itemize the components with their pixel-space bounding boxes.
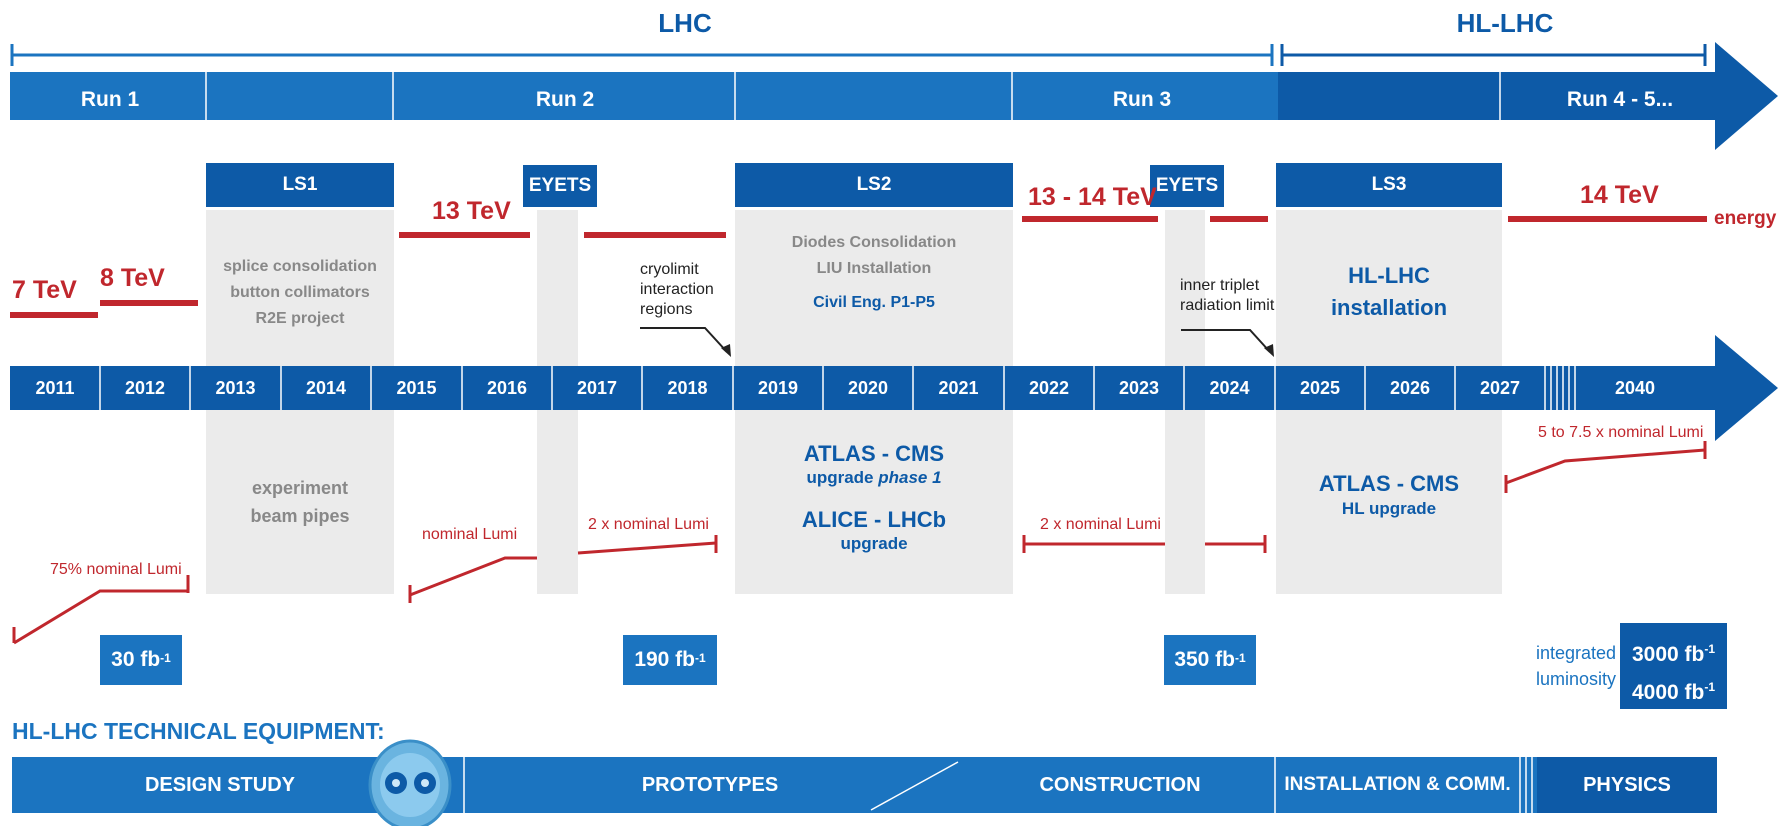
energy-8tev: 8 TeV bbox=[100, 264, 165, 292]
stage-installation: INSTALLATION & COMM. bbox=[1284, 774, 1511, 795]
run-3-label: Run 3 bbox=[1112, 88, 1172, 111]
stage-physics: PHYSICS bbox=[1583, 774, 1671, 796]
lumi-2x-label-1: 2 x nominal Lumi bbox=[588, 516, 709, 533]
lumi-nominal-label: nominal Lumi bbox=[422, 526, 518, 543]
energy-13-14tev: 13 - 14 TeV bbox=[1028, 183, 1157, 211]
year-2027: 2027 bbox=[1479, 378, 1521, 398]
lumi-2x-label-2: 2 x nominal Lumi bbox=[1040, 516, 1161, 533]
eyets-box-1: EYETS bbox=[523, 165, 597, 207]
energy-axis-label: energy bbox=[1714, 208, 1777, 229]
lumi-5x-label: 5 to 7.5 x nominal Lumi bbox=[1538, 424, 1704, 441]
eyets-box-2: EYETS bbox=[1150, 165, 1224, 207]
integrated-hl-box: 3000 fb-1 4000 fb-1 bbox=[1620, 623, 1727, 709]
ls1-experiment-text: experiment beam pipes bbox=[250, 478, 350, 526]
ls2-experiment-text: ATLAS - CMS upgrade phase 1 ALICE - LHCb… bbox=[801, 441, 947, 553]
year-2021: 2021 bbox=[938, 378, 979, 398]
equipment-title: HL-LHC TECHNICAL EQUIPMENT: bbox=[12, 718, 385, 744]
phase-lhc-label: LHC bbox=[658, 8, 712, 38]
energy-14tev: 14 TeV bbox=[1580, 181, 1659, 209]
year-2012: 2012 bbox=[124, 378, 166, 398]
inner-triplet-note: inner triplet radiation limit bbox=[1180, 277, 1275, 314]
year-axis-arrowhead bbox=[1705, 335, 1778, 441]
year-2040: 2040 bbox=[1614, 378, 1656, 398]
run-4-5-label: Run 4 - 5... bbox=[1566, 88, 1674, 111]
magnet-icon bbox=[368, 739, 452, 826]
stage-design-study: DESIGN STUDY bbox=[144, 774, 296, 796]
ls3-box: LS3 bbox=[1276, 163, 1502, 207]
ls3-work-text: HL-LHC installation bbox=[1330, 263, 1448, 320]
ls1-box: LS1 bbox=[206, 163, 394, 207]
year-2014: 2014 bbox=[305, 378, 347, 398]
ls3-experiment-text: ATLAS - CMS HL upgrade bbox=[1318, 471, 1460, 518]
year-2017: 2017 bbox=[576, 378, 618, 398]
phase-hl-lhc-label: HL-LHC bbox=[1456, 8, 1554, 38]
year-2018: 2018 bbox=[667, 378, 708, 398]
year-2015: 2015 bbox=[396, 378, 437, 398]
run-bar-lhc bbox=[10, 72, 1278, 120]
year-2022: 2022 bbox=[1028, 378, 1070, 398]
cryolimit-note: cryolimit interaction regions bbox=[640, 261, 714, 318]
energy-13tev: 13 TeV bbox=[432, 197, 511, 225]
run-1-label: Run 1 bbox=[80, 88, 140, 111]
year-2024: 2024 bbox=[1209, 378, 1250, 398]
lumi-75-label: 75% nominal Lumi bbox=[50, 561, 182, 578]
year-2026: 2026 bbox=[1389, 378, 1431, 398]
stage-construction: CONSTRUCTION bbox=[1039, 774, 1201, 796]
ls2-box: LS2 bbox=[735, 163, 1013, 207]
run-2-label: Run 2 bbox=[535, 88, 595, 111]
run-bar-hl-lhc bbox=[1278, 42, 1778, 150]
integrated-30: 30 fb-1 bbox=[100, 635, 182, 685]
year-2013: 2013 bbox=[215, 378, 256, 398]
energy-7tev: 7 TeV bbox=[12, 276, 77, 304]
integrated-luminosity-label: integrated luminosity bbox=[1536, 643, 1617, 689]
year-2019: 2019 bbox=[757, 378, 799, 398]
year-2011: 2011 bbox=[35, 378, 75, 398]
year-2016: 2016 bbox=[486, 378, 528, 398]
ls2-work-text: Diodes Consolidation LIU Installation Ci… bbox=[791, 234, 957, 311]
year-2025: 2025 bbox=[1299, 378, 1341, 398]
year-2023: 2023 bbox=[1118, 378, 1160, 398]
stage-prototypes: PROTOTYPES bbox=[641, 774, 779, 796]
integrated-190: 190 fb-1 bbox=[623, 635, 717, 685]
ls1-work-text: splice consolidation button collimators … bbox=[223, 258, 377, 327]
integrated-350: 350 fb-1 bbox=[1164, 635, 1256, 685]
year-2020: 2020 bbox=[847, 378, 889, 398]
